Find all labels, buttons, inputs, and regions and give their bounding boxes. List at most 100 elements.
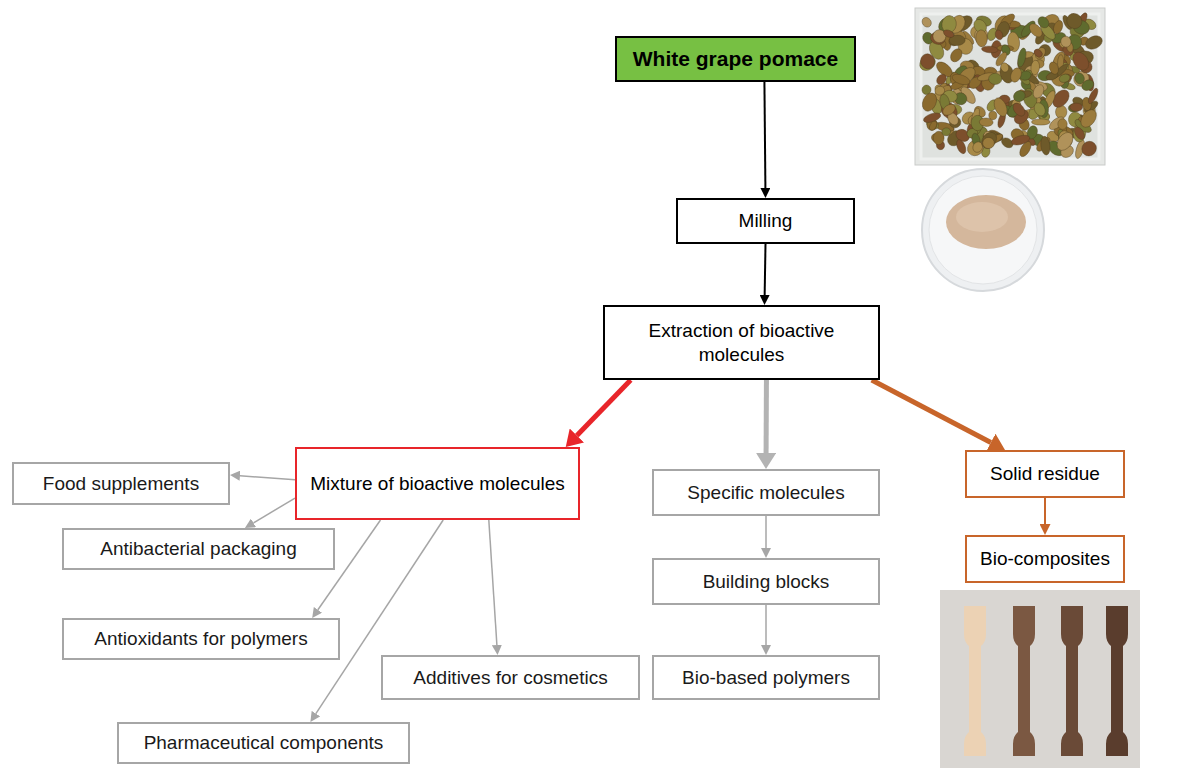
application-box: Bio-based polymers [652,655,880,700]
product-box: Mixture of bioactive molecules [295,447,580,520]
pomace-flake [1079,138,1100,159]
pomace-flake [1054,129,1076,153]
pomace-flake [975,29,988,47]
residue-box: Solid residue [965,450,1125,498]
pomace-flake [919,52,937,71]
pomace-flake [1072,125,1086,141]
specimen [1061,606,1083,756]
pomace-flake [1010,133,1031,147]
pomace-flake [1016,47,1027,68]
powder-dish [922,169,1044,291]
dish [922,169,1044,291]
source-box: White grape pomace [615,36,856,82]
powder-top [956,202,1008,232]
pomace-flake [941,127,951,136]
box-label: Bio-based polymers [682,666,850,690]
flow-arrow [240,476,295,480]
box-label: Building blocks [703,570,830,594]
pomace-flake [1031,83,1046,100]
flow-arrow [489,520,497,645]
pomace-flake [920,16,933,29]
pomace-flake [948,47,964,64]
pomace-flake [994,29,1004,41]
pomace-flake [955,138,968,155]
specimen [964,606,986,756]
residue-box: Bio-composites [965,535,1125,583]
pomace-flake [979,118,993,127]
flow-arrow [764,380,769,453]
photo-ground [915,8,1105,165]
pomace-flake [1070,49,1092,73]
pomace-photo [915,8,1105,165]
pomace-flake [1027,21,1045,39]
application-box: Additives for cosmetics [381,655,640,700]
pomace-flake [1011,101,1028,119]
application-box: Antibacterial packaging [62,528,335,570]
box-label: Solid residue [990,462,1100,486]
pomace-flake [1058,119,1068,130]
pomace-flake [1033,48,1044,59]
pomace-flake [935,72,949,86]
pomace-flake [1059,35,1072,49]
pomace-flake [1064,10,1085,31]
pomace-flake [1030,60,1040,75]
powder [946,195,1026,249]
pomace-flake [978,129,999,151]
pomace-flake [942,28,955,39]
application-box: Food supplements [12,462,230,505]
application-box: Specific molecules [652,469,880,516]
flow-arrow [872,380,991,443]
box-label: Extraction of bioactive molecules [613,319,870,367]
box-label: Additives for cosmetics [413,666,607,690]
pomace-flake [1040,136,1051,156]
process-box: Extraction of bioactive molecules [603,305,880,380]
box-label: Specific molecules [687,481,844,505]
flow-arrow [765,516,767,548]
photo-ground [940,590,1140,768]
flow-arrow [765,605,767,645]
pomace-flake [951,72,972,87]
pomace-flake [981,45,998,53]
pomace-flake [988,73,1002,85]
box-label: Antibacterial packaging [100,537,296,561]
pomace-flake [941,102,958,118]
dish-inner [929,176,1037,284]
box-label: White grape pomace [633,46,838,72]
flow-arrow [763,82,766,188]
application-box: Building blocks [652,558,880,605]
box-label: Food supplements [43,472,199,496]
glass-dish [921,14,1099,159]
pomace-flake [1032,119,1051,125]
box-label: Mixture of bioactive molecules [310,472,565,496]
pomace-flake [982,137,995,149]
specimen-photo [940,590,1140,768]
pomace-flake [1032,101,1048,118]
pomace-flake [1078,107,1100,130]
pomace-flake [1083,33,1104,51]
pomace-flake [920,91,940,114]
box-label: Pharmaceutical components [144,731,384,755]
pomace-flake [1070,103,1083,111]
specimen [1013,606,1035,756]
specimen [1106,606,1128,756]
box-label: Antioxidants for polymers [94,627,307,651]
pomace-flake [1086,87,1099,105]
flow-arrow [577,380,631,436]
pomace-flake [994,50,1009,67]
application-box: Pharmaceutical components [117,722,410,764]
flow-arrow [1044,498,1046,524]
box-label: Milling [739,209,793,233]
pomace-flake [1073,72,1085,85]
flow-arrow [253,498,295,523]
application-box: Antioxidants for polymers [62,618,340,660]
box-label: Bio-composites [980,547,1110,571]
pomace-flake [1009,66,1024,83]
pomace-flake [1048,61,1060,76]
flow-arrow [764,244,767,295]
pomace-flake [1033,46,1047,61]
pomace-flake [991,96,1009,118]
pomace-bits [917,10,1105,160]
pomace-flake [1012,88,1028,103]
process-box: Milling [676,198,855,244]
